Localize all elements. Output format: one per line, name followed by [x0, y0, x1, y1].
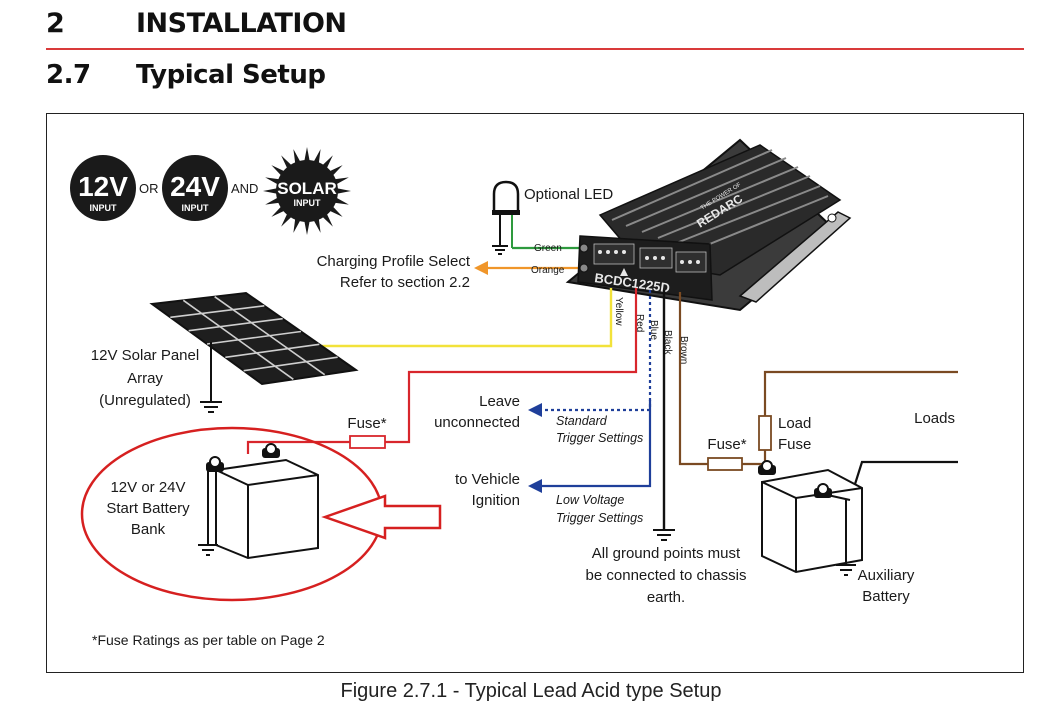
brown-wire: [678, 292, 708, 466]
badge-24v-sub: INPUT: [182, 203, 210, 213]
yellow-wire-label: Yellow: [613, 297, 624, 326]
arrow-ignition-icon: [528, 479, 542, 493]
ground-icon-central: [653, 529, 675, 541]
fuse-right-label: Fuse*: [707, 436, 746, 453]
load-fuse-label-2: Fuse: [778, 436, 811, 453]
subsection-number: 2.7: [46, 60, 91, 90]
section-title: INSTALLATION: [136, 8, 347, 39]
solar-panel-label-2: Array: [127, 370, 163, 387]
ignition-label-2: Ignition: [472, 492, 520, 509]
charging-profile-label-2: Refer to section 2.2: [340, 274, 470, 291]
charging-profile-label-1: Charging Profile Select: [317, 253, 471, 270]
subsection-heading: 2.7 Typical Setup: [46, 60, 326, 90]
standard-label-1: Standard: [556, 414, 608, 428]
fuse-right-icon: [707, 457, 743, 471]
figure-caption: Figure 2.7.1 - Typical Lead Acid type Se…: [340, 680, 722, 702]
fuse-left-icon: [349, 435, 386, 449]
badge-12v-sub: INPUT: [90, 203, 118, 213]
solar-panel-label-1: 12V Solar Panel: [91, 347, 199, 364]
ground-note-2: be connected to chassis: [586, 567, 747, 584]
aux-battery-label-2: Battery: [862, 588, 910, 605]
subsection-title: Typical Setup: [136, 60, 326, 90]
orange-wire-label: Orange: [531, 265, 565, 276]
lowv-label-2: Trigger Settings: [556, 511, 643, 525]
green-wire-label: Green: [534, 243, 562, 254]
lowv-label-1: Low Voltage: [556, 493, 624, 507]
ignition-label-1: to Vehicle: [455, 471, 520, 488]
leave-label-2: unconnected: [434, 414, 520, 431]
badge-24v: 24V INPUT: [162, 155, 228, 221]
brown-wire-label: Brown: [678, 336, 689, 364]
solar-panel: [149, 291, 359, 413]
red-wire-label: Red: [634, 314, 645, 332]
ground-note-3: earth.: [647, 589, 685, 606]
leave-label-1: Leave: [479, 393, 520, 410]
badge-12v-main: 12V: [78, 171, 128, 202]
badge-or-text: OR: [139, 181, 159, 196]
start-battery-label-2: Start Battery: [106, 500, 190, 517]
load-fuse-icon: [758, 415, 772, 451]
red-wire-main: [385, 288, 638, 444]
badge-and-text: AND: [231, 181, 258, 196]
badge-24v-main: 24V: [170, 171, 220, 202]
arrow-leave-icon: [528, 403, 542, 417]
load-fuse-label-1: Load: [778, 415, 811, 432]
standard-label-2: Trigger Settings: [556, 431, 643, 445]
blue-wire-label: Blue: [648, 320, 659, 340]
black-wire-label: Black: [662, 330, 673, 355]
start-battery-label-3: Bank: [131, 521, 166, 538]
badge-solar-main: SOLAR: [277, 179, 337, 198]
charger-device: BCDC1225D REDARC THE POWER OF: [565, 138, 852, 312]
badge-solar-sub: INPUT: [294, 198, 322, 208]
aux-battery-label-1: Auxiliary: [858, 567, 915, 584]
sun-icon: [263, 147, 351, 235]
blue-wire-lowv: [540, 400, 652, 488]
loads-label: Loads: [914, 410, 955, 427]
ground-icon-solar: [200, 401, 222, 413]
orange-arrow-icon: [474, 261, 488, 275]
highlight-arrow-icon: [321, 494, 442, 540]
fuse-left-label: Fuse*: [347, 415, 386, 432]
section-divider: [46, 48, 1024, 50]
aux-battery-icon: [758, 460, 863, 576]
section-number: 2: [46, 8, 65, 39]
start-battery-icon: [198, 443, 319, 560]
led-icon: [492, 180, 520, 255]
start-battery-label-1: 12V or 24V: [110, 479, 185, 496]
load-wire-negative: [848, 460, 958, 501]
solar-panel-label-3: (Unregulated): [99, 392, 191, 409]
ground-note-1: All ground points must: [592, 545, 741, 562]
yellow-wire: [322, 288, 613, 348]
badge-solar: SOLAR INPUT: [263, 147, 351, 235]
badge-12v: 12V INPUT: [70, 155, 136, 221]
blue-wire-standard: [540, 290, 652, 412]
section-heading: 2 INSTALLATION: [46, 8, 347, 39]
optional-led-label: Optional LED: [524, 186, 613, 203]
fuse-footnote: *Fuse Ratings as per table on Page 2: [92, 632, 325, 648]
